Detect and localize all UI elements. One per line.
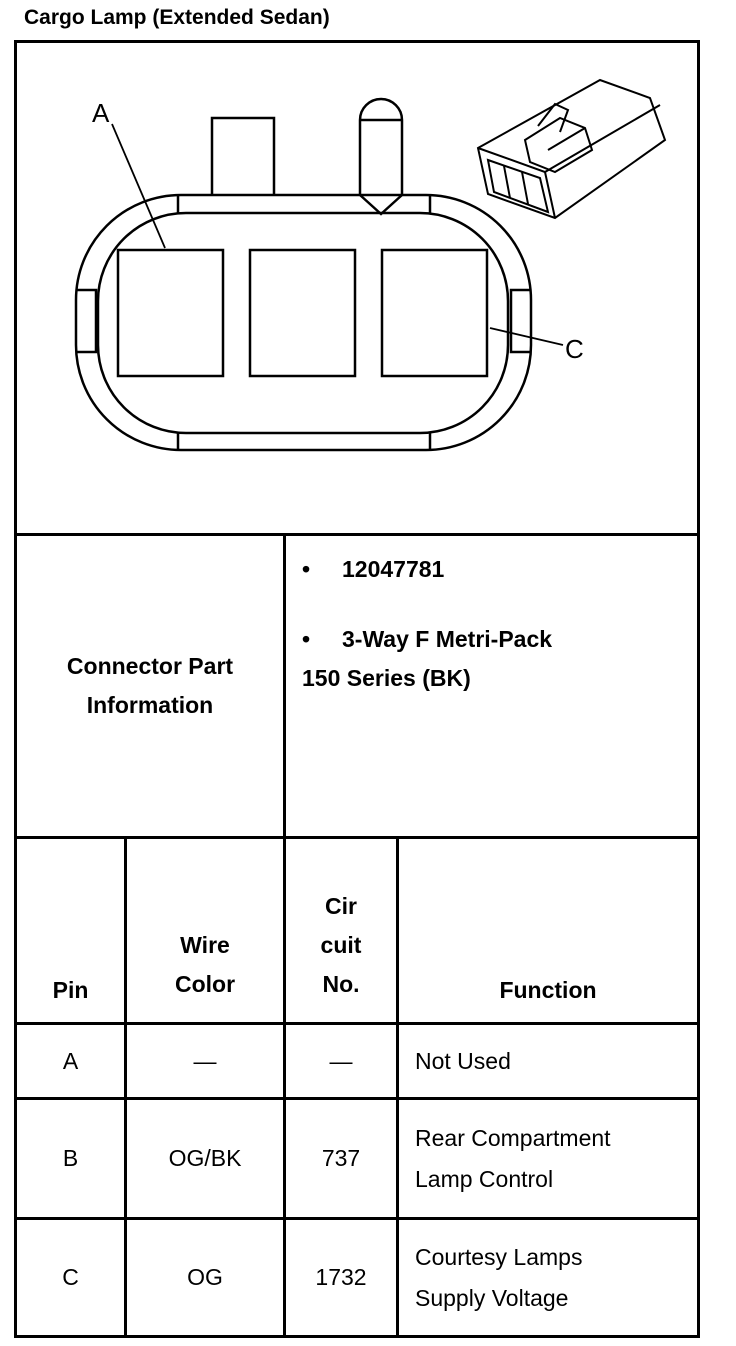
cell-circuit: — [329, 1047, 353, 1074]
divider-row-b [14, 1217, 700, 1220]
part-number: 12047781 [342, 556, 445, 582]
cell-function: Courtesy Lamps Supply Voltage [415, 1243, 583, 1311]
header-function: Function [499, 977, 597, 1003]
callout-a: A [92, 98, 110, 128]
connector-heading-line1: Connector Part [66, 652, 234, 679]
bullet-icon: • [302, 626, 311, 652]
page-title: Cargo Lamp (Extended Sedan) [24, 6, 330, 29]
bullet-icon: • [302, 556, 311, 582]
connector-side-notch-right [509, 288, 531, 354]
description-item: • 3-Way F Metri-Pack 150 Series (BK) [302, 620, 692, 698]
header-wire-color: Wire Color [174, 931, 236, 997]
description-line2: 150 Series (BK) [302, 665, 471, 692]
connector-latch-tab [210, 116, 276, 195]
cell-wire-color: OG/BK [168, 1145, 242, 1171]
connector-diagram: A C [74, 78, 667, 452]
cavity-b [248, 248, 357, 378]
connector-info-details: • 12047781 • 3-Way F Metri-Pack 150 Series… [302, 556, 692, 698]
cell-pin: A [62, 1047, 79, 1074]
cell-pin: C [62, 1264, 79, 1290]
divider-diagram [14, 533, 700, 536]
divider-col-pin [124, 836, 127, 1338]
cell-wire-color: — [193, 1047, 217, 1074]
cell-function: Not Used [415, 1047, 511, 1074]
connector-heading-line2: Information [86, 692, 214, 718]
divider-header-row [14, 1022, 700, 1025]
cell-pin: B [62, 1145, 79, 1171]
cavity-a [116, 248, 225, 378]
divider-connector-info [14, 836, 700, 839]
connector-key-post [358, 97, 404, 216]
divider-info-column [283, 533, 286, 839]
leader-line-a [111, 123, 166, 249]
connector-side-notch-left [76, 288, 98, 354]
header-pin: Pin [52, 977, 89, 1003]
connector-outer-shell [74, 193, 533, 452]
part-number-item: • 12047781 [302, 556, 692, 626]
divider-col-wire [283, 836, 286, 1338]
divider-row-a [14, 1097, 700, 1100]
header-circuit-no: Cir cuit No. [320, 892, 362, 997]
divider-col-circuit [396, 836, 399, 1338]
cell-circuit: 1732 [315, 1264, 367, 1290]
connector-isometric-icon [476, 78, 667, 220]
leader-line-c [489, 327, 564, 346]
cell-circuit: 737 [321, 1145, 361, 1171]
connector-inner-shell [96, 211, 510, 435]
connector-info-heading: Connector Part Information [17, 536, 283, 836]
document-frame [14, 40, 700, 1338]
cell-wire-color: OG [187, 1264, 223, 1290]
cell-function: Rear Compartment Lamp Control [415, 1124, 611, 1192]
description-line1: 3-Way F Metri-Pack [342, 626, 553, 652]
cavity-c [380, 248, 489, 378]
callout-c: C [565, 334, 584, 364]
